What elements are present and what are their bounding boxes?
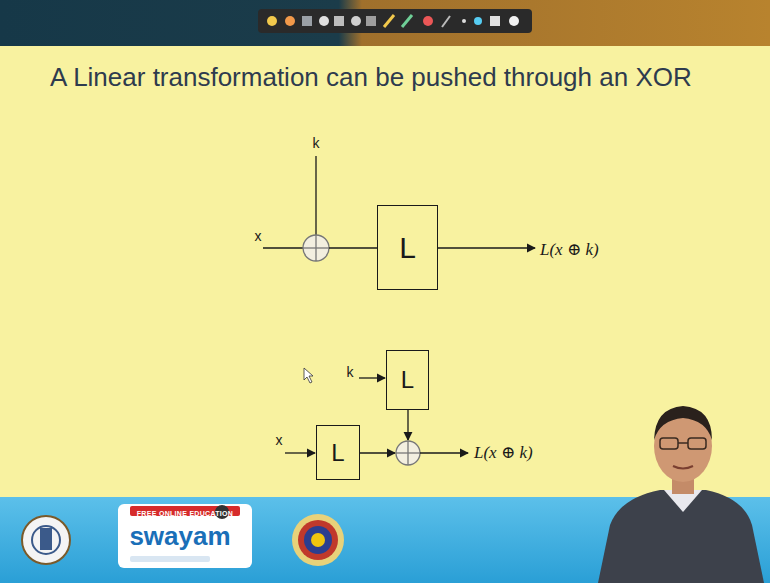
transform-label: L xyxy=(399,231,416,265)
toolbar xyxy=(258,9,532,33)
transform-label: L xyxy=(331,439,344,467)
slide-title-box: A Linear transformation can be pushed th… xyxy=(50,62,692,93)
label-holder: swayam xyxy=(129,521,230,552)
input-label: k xyxy=(313,135,320,151)
input-label: x xyxy=(255,228,262,244)
output-label: L(x ⊕ k) xyxy=(540,240,599,259)
label-holder: x xyxy=(276,431,283,449)
swayam-tagline-bar xyxy=(130,556,210,562)
output-label: L(x ⊕ k) xyxy=(474,443,533,462)
transform-box: L xyxy=(386,350,429,410)
logo-ribbon-text: FREE ONLINE EDUCATION xyxy=(137,510,233,517)
xor-diagram-2 xyxy=(285,378,468,465)
transform-label: L xyxy=(401,366,414,394)
input-label: x xyxy=(276,432,283,448)
transform-box: L xyxy=(377,205,438,290)
logo-wordmark: swayam xyxy=(129,521,230,551)
transform-box: L xyxy=(316,425,360,480)
label-holder: k xyxy=(313,134,320,152)
institute-emblem xyxy=(22,516,70,564)
slide-title: A Linear transformation can be pushed th… xyxy=(50,62,692,92)
label-holder: k xyxy=(347,363,354,381)
label-holder: FREE ONLINE EDUCATION xyxy=(137,502,233,520)
xor-diagram-1 xyxy=(263,156,535,261)
programme-emblem xyxy=(292,514,344,566)
top-band xyxy=(0,0,770,46)
label-holder: x xyxy=(255,227,262,245)
label-holder: L(x ⊕ k) xyxy=(540,239,599,260)
input-label: k xyxy=(347,364,354,380)
swayam-logo-box xyxy=(118,504,252,568)
mouse-cursor xyxy=(304,368,313,383)
label-holder: L(x ⊕ k) xyxy=(474,442,533,463)
toolbar-icons xyxy=(267,15,519,27)
presenter xyxy=(598,406,764,583)
